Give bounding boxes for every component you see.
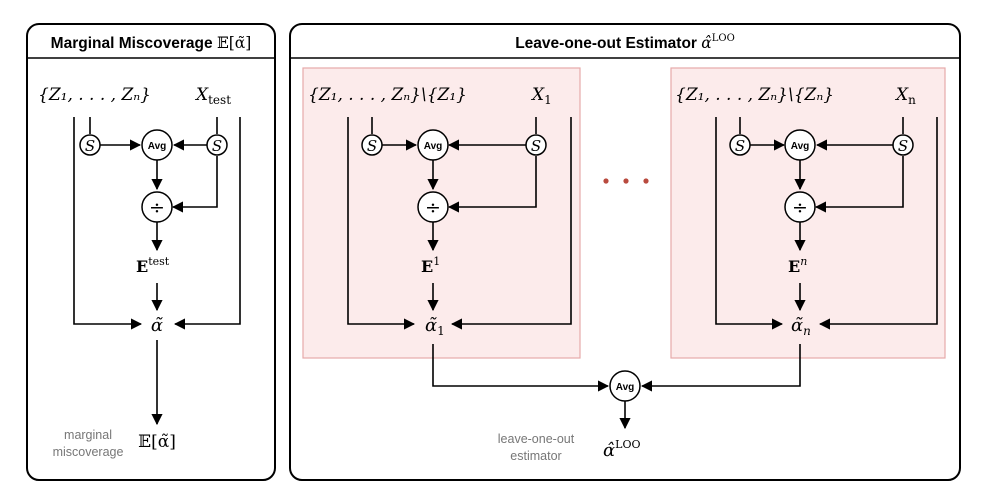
- left-input-x: Xtest: [194, 85, 231, 107]
- avg-label: Avg: [791, 141, 810, 152]
- ellipsis-dots: [603, 178, 649, 184]
- divide-node-b1: [417, 191, 449, 223]
- score-node-b1-x: [525, 134, 547, 156]
- avg-label: Avg: [148, 141, 167, 152]
- avg-label: Avg: [424, 141, 443, 152]
- divide-node-left: [141, 191, 173, 223]
- avg-node-final: [609, 370, 641, 402]
- caption-leave-one-out: leave-one-out: [498, 432, 575, 446]
- alpha-tilde-label: α̃: [151, 315, 163, 336]
- e-n-label: En: [788, 255, 807, 276]
- right-panel-title: Leave-one-out Estimator α̂LOO: [515, 33, 735, 52]
- avg-node-b1: [417, 129, 449, 161]
- divide-symbol: ÷: [149, 197, 165, 219]
- block-last-input-set: {Z₁, . . . , Zₙ}\{Zₙ}: [675, 85, 834, 105]
- score-symbol: S: [531, 137, 541, 155]
- avg-node-bn: [784, 129, 816, 161]
- loo-block-last: {Z₁, . . . , Zₙ}\{Zₙ} Xn S S Avg ÷ En α̃…: [670, 67, 946, 359]
- score-symbol: S: [367, 137, 377, 155]
- avg-label-final: Avg: [616, 382, 635, 393]
- e-1-label: E1: [421, 255, 440, 276]
- alpha-hat-loo-label: α̂LOO: [603, 438, 641, 461]
- score-node-b1-set: [361, 134, 383, 156]
- avg-node-left: [141, 129, 173, 161]
- score-node-left-set: [79, 134, 101, 156]
- left-input-set: {Z₁, . . . , Zₙ}: [38, 85, 151, 105]
- score-node-left-test: [206, 134, 228, 156]
- score-symbol: S: [85, 137, 95, 155]
- e-test-label: Etest: [136, 255, 170, 276]
- block-first-input-set: {Z₁, . . . , Zₙ}\{Z₁}: [308, 85, 467, 105]
- divide-symbol: ÷: [792, 197, 808, 219]
- left-panel: Marginal Miscoverage 𝔼[α̃] {Z₁, . . . , …: [26, 23, 276, 481]
- loo-block-first: {Z₁, . . . , Zₙ}\{Z₁} X1 S S Avg ÷ E1 α̃…: [302, 67, 581, 359]
- score-node-bn-set: [729, 134, 751, 156]
- divide-node-bn: [784, 191, 816, 223]
- alpha-tilde-1-label: α̃1: [425, 315, 445, 338]
- left-panel-title: Marginal Miscoverage 𝔼[α̃]: [51, 34, 252, 52]
- score-symbol: S: [898, 137, 908, 155]
- right-panel: Leave-one-out Estimator α̂LOO {Z₁, . . .…: [289, 23, 961, 481]
- caption-miscoverage: miscoverage: [53, 445, 124, 459]
- alpha-tilde-n-label: α̃n: [791, 315, 811, 338]
- caption-marginal: marginal: [64, 428, 112, 442]
- score-symbol: S: [735, 137, 745, 155]
- score-node-bn-x: [892, 134, 914, 156]
- block-last-input-x: Xn: [894, 85, 916, 107]
- block-first-input-x: X1: [530, 85, 552, 107]
- marginal-expectation-label: 𝔼[α̃]: [138, 432, 176, 452]
- divide-symbol: ÷: [425, 197, 441, 219]
- score-symbol: S: [212, 137, 222, 155]
- caption-estimator: estimator: [510, 449, 561, 463]
